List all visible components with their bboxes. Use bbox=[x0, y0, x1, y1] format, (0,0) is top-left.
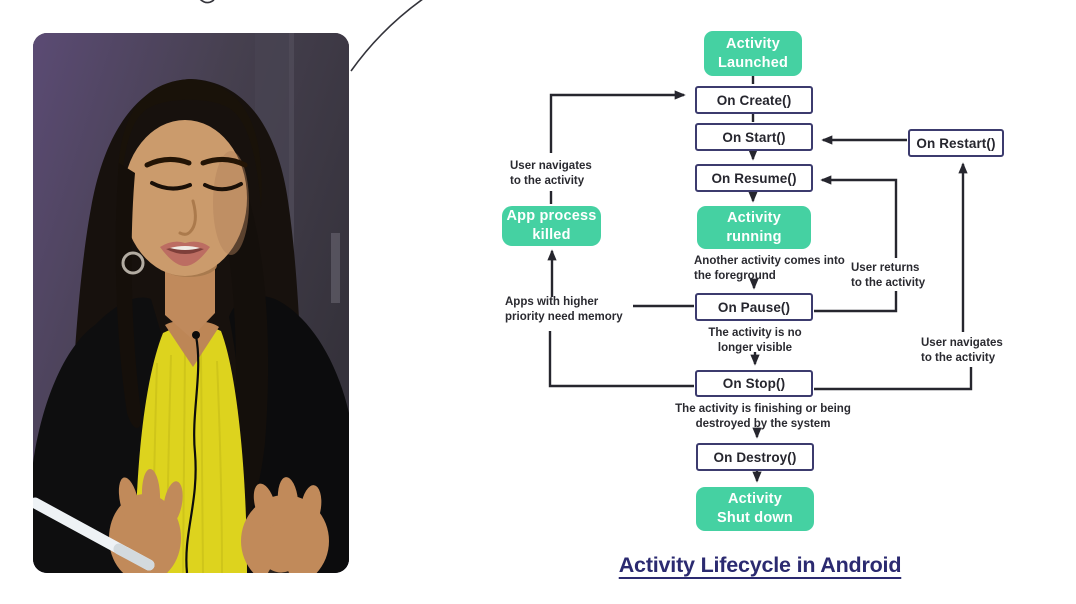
node-app-process-killed: App process killed bbox=[502, 206, 601, 246]
label-user-navigates-left: User navigates to the activity bbox=[510, 160, 592, 187]
node-on-start: On Start() bbox=[695, 123, 813, 151]
label-user-returns: User returns to the activity bbox=[851, 262, 926, 289]
node-activity-launched: Activity Launched bbox=[704, 31, 802, 76]
label-finishing: The activity is finishing or being destr… bbox=[675, 403, 851, 430]
node-activity-shut-down: Activity Shut down bbox=[696, 487, 814, 531]
node-activity-running: Activity running bbox=[697, 206, 811, 249]
presenter-illustration bbox=[33, 33, 349, 573]
node-on-pause: On Pause() bbox=[695, 293, 813, 321]
label-user-navigates-right: User navigates to the activity bbox=[921, 337, 1003, 364]
webcam-video bbox=[33, 33, 349, 573]
label-another-activity: Another activity comes into the foregrou… bbox=[694, 255, 845, 282]
node-on-restart: On Restart() bbox=[908, 129, 1004, 157]
label-apps-priority: Apps with higher priority need memory bbox=[505, 296, 623, 323]
node-on-destroy: On Destroy() bbox=[696, 443, 814, 471]
label-not-visible: The activity is no longer visible bbox=[708, 327, 802, 354]
node-on-stop: On Stop() bbox=[695, 370, 813, 397]
node-on-resume: On Resume() bbox=[695, 164, 813, 192]
node-on-create: On Create() bbox=[695, 86, 813, 114]
page-title: Activity Lifecycle in Android bbox=[618, 553, 902, 577]
